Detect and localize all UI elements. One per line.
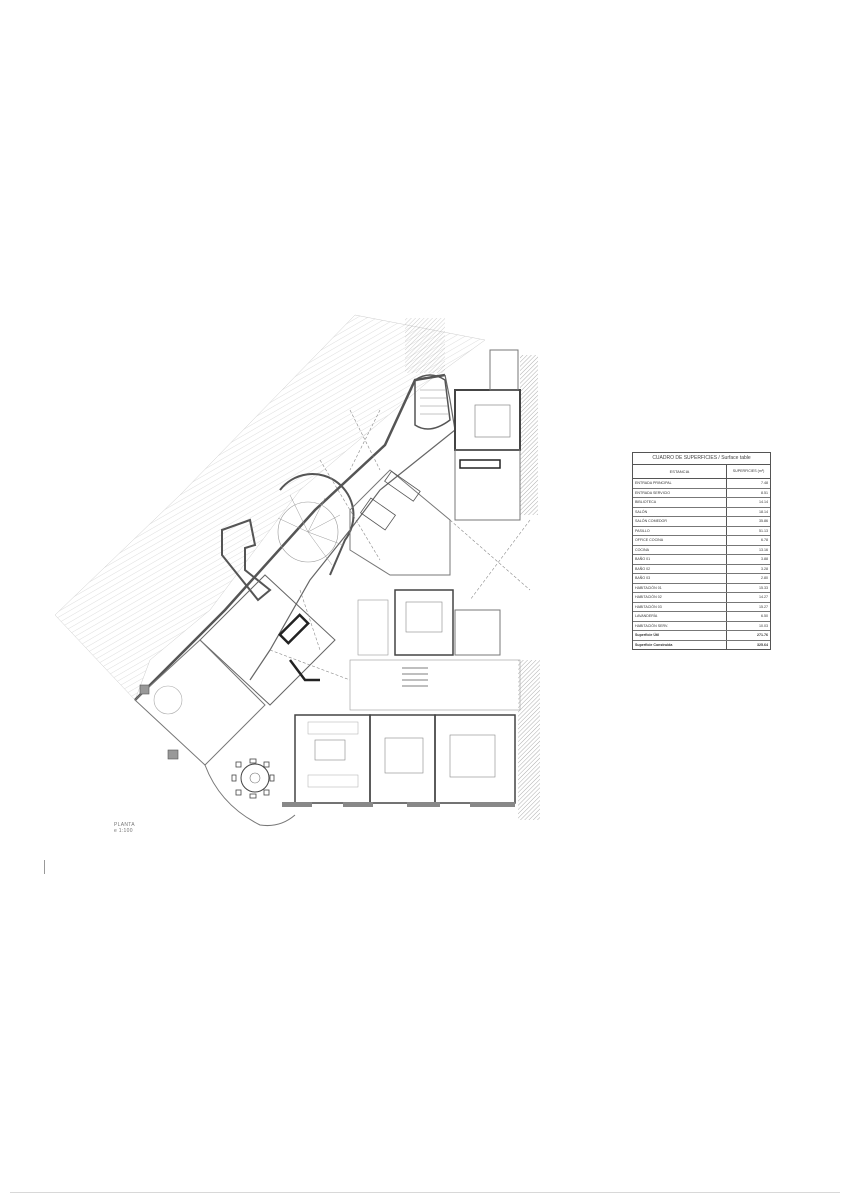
surface-table: CUADRO DE SUPERFICIES / Surface table ES… xyxy=(632,452,771,650)
room-area: 14.27 xyxy=(759,595,768,599)
table-row: BAÑO 03 2.80 xyxy=(633,574,770,584)
room-name: HABITACIÓN 01 xyxy=(633,583,727,592)
room-name: SALÓN COMEDOR xyxy=(633,517,727,526)
room-area: 6.50 xyxy=(761,614,768,618)
room-name: BIBLIOTECA xyxy=(633,498,727,507)
total-row-useful: Superficie Útil 271.76 xyxy=(633,631,770,641)
header-room: ESTANCIA xyxy=(633,465,727,478)
room-name: COCINA xyxy=(633,545,727,554)
table-row: ENTRADA PRINCIPAL 7.48 xyxy=(633,479,770,489)
room-area: 13.16 xyxy=(759,547,768,552)
floor-plan-drawing xyxy=(50,310,550,840)
room-name: SALÓN xyxy=(633,507,727,516)
room-area: 6.78 xyxy=(761,538,768,542)
room-area: 3.28 xyxy=(761,566,768,571)
room-area: 3.88 xyxy=(761,557,768,561)
surface-table-title: CUADRO DE SUPERFICIES / Surface table xyxy=(633,453,770,465)
room-name: HABITACIÓN 02 xyxy=(633,593,727,602)
room-name: BAÑO 02 xyxy=(633,564,727,573)
table-row: PASILLO 51.13 xyxy=(633,526,770,536)
total-value: 325.64 xyxy=(757,642,768,647)
table-row: BAÑO 02 3.28 xyxy=(633,564,770,574)
room-area: 10.03 xyxy=(759,623,768,628)
scan-edge-mark xyxy=(44,860,45,874)
room-area: 15.33 xyxy=(759,585,768,590)
page-bottom-rule xyxy=(10,1192,840,1193)
total-label: Superficie Construida xyxy=(633,640,727,649)
plan-scale-label: PLANTA e 1:100 xyxy=(114,822,135,834)
room-name: LAVANDERÍA xyxy=(633,612,727,621)
room-area: 51.13 xyxy=(759,528,768,533)
room-area: 8.51 xyxy=(761,490,768,495)
table-row: COCINA 13.16 xyxy=(633,545,770,555)
total-row-built: Superficie Construida 325.64 xyxy=(633,640,770,649)
table-row: BAÑO 01 3.88 xyxy=(633,555,770,565)
room-name: HABITACIÓN SERV. xyxy=(633,621,727,630)
table-row: LAVANDERÍA 6.50 xyxy=(633,612,770,622)
room-area: 7.48 xyxy=(761,481,768,485)
header-area: SUPERFICIES (m²) xyxy=(732,469,765,473)
total-value: 271.76 xyxy=(757,633,768,637)
room-name: BAÑO 03 xyxy=(633,574,727,583)
room-name: HABITACIÓN 03 xyxy=(633,602,727,611)
room-area: 2.80 xyxy=(761,576,768,580)
room-area: 15.27 xyxy=(759,604,768,609)
table-row: BIBLIOTECA 14.14 xyxy=(633,498,770,508)
table-row: HABITACIÓN SERV. 10.03 xyxy=(633,621,770,631)
plan-title: PLANTA xyxy=(114,822,135,828)
table-row: ENTRADA SERVICIO 8.51 xyxy=(633,488,770,498)
table-row: SALÓN 18.14 xyxy=(633,507,770,517)
surface-table-header: ESTANCIA SUPERFICIES (m²) xyxy=(633,465,770,479)
room-name: PASILLO xyxy=(633,526,727,535)
table-row: HABITACIÓN 01 15.33 xyxy=(633,583,770,593)
table-row: SALÓN COMEDOR 35.86 xyxy=(633,517,770,527)
table-row: HABITACIÓN 03 15.27 xyxy=(633,602,770,612)
room-name: BAÑO 01 xyxy=(633,555,727,564)
room-area: 14.14 xyxy=(759,500,768,504)
room-name: OFFICE COCINA xyxy=(633,536,727,545)
room-name: ENTRADA PRINCIPAL xyxy=(633,479,727,488)
total-label: Superficie Útil xyxy=(633,631,727,640)
room-area: 18.14 xyxy=(759,509,768,514)
room-area: 35.86 xyxy=(759,519,768,523)
plan-scale: e 1:100 xyxy=(114,828,133,834)
table-row: HABITACIÓN 02 14.27 xyxy=(633,593,770,603)
table-row: OFFICE COCINA 6.78 xyxy=(633,536,770,546)
room-name: ENTRADA SERVICIO xyxy=(633,488,727,497)
